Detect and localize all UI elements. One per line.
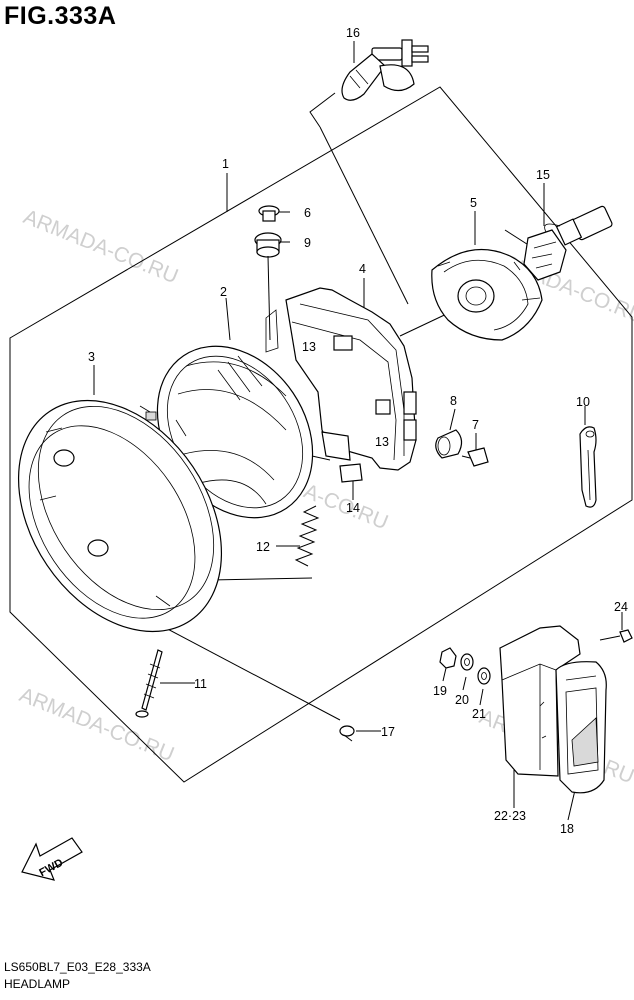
callout-5: 5 — [470, 196, 477, 210]
callout-7: 7 — [472, 418, 479, 432]
callout-21: 21 — [472, 707, 486, 721]
callout-6: 6 — [304, 206, 311, 220]
callout-8: 8 — [450, 394, 457, 408]
watermark: ARMADA-CO.RU — [16, 683, 177, 766]
watermark: ARMADA-CO.RU — [20, 205, 181, 288]
callout-20: 20 — [455, 693, 469, 707]
callout-13b: 13 — [375, 435, 389, 449]
callout-11: 11 — [194, 677, 207, 691]
callout-labels: 1 2 3 4 5 6 7 8 9 10 11 12 13 13 14 15 1… — [88, 26, 628, 836]
bulb-part — [341, 39, 429, 101]
callout-10: 10 — [576, 395, 590, 409]
callout-17: 17 — [381, 725, 395, 739]
socket-harness-part — [523, 205, 613, 281]
adjusting-screw-part — [135, 649, 163, 718]
callout-2: 2 — [220, 285, 227, 299]
nut-washer-parts — [439, 647, 491, 685]
screw-17-part — [339, 725, 355, 742]
callout-15: 15 — [536, 168, 550, 182]
callout-22-23: 22·23 — [494, 809, 526, 823]
figure-name: HEADLAMP — [4, 977, 71, 991]
figure-code: LS650BL7_E03_E28_333A — [4, 960, 151, 974]
callout-16: 16 — [346, 26, 360, 40]
callout-3: 3 — [88, 350, 95, 364]
callout-13a: 13 — [302, 340, 316, 354]
bracket-housing-part — [265, 287, 417, 483]
forward-direction-arrow: FWD — [21, 837, 83, 881]
callout-14: 14 — [346, 501, 360, 515]
assembly-outline — [9, 86, 633, 783]
rim-part — [17, 399, 223, 633]
screw-24-part — [599, 629, 633, 643]
reflector-parts — [499, 625, 607, 794]
strap-part — [579, 426, 597, 508]
cover-part — [431, 249, 543, 341]
callout-9: 9 — [304, 236, 311, 250]
figure-title: FIG.333A — [4, 2, 117, 30]
callout-1: 1 — [222, 157, 229, 171]
callout-4: 4 — [359, 262, 366, 276]
nut-and-cushion-parts — [435, 429, 489, 467]
callout-18: 18 — [560, 822, 574, 836]
callout-19: 19 — [433, 684, 447, 698]
screw-and-grommet-parts — [254, 205, 282, 341]
callout-12: 12 — [256, 540, 270, 554]
spring-part — [294, 505, 320, 567]
callout-24: 24 — [614, 600, 628, 614]
